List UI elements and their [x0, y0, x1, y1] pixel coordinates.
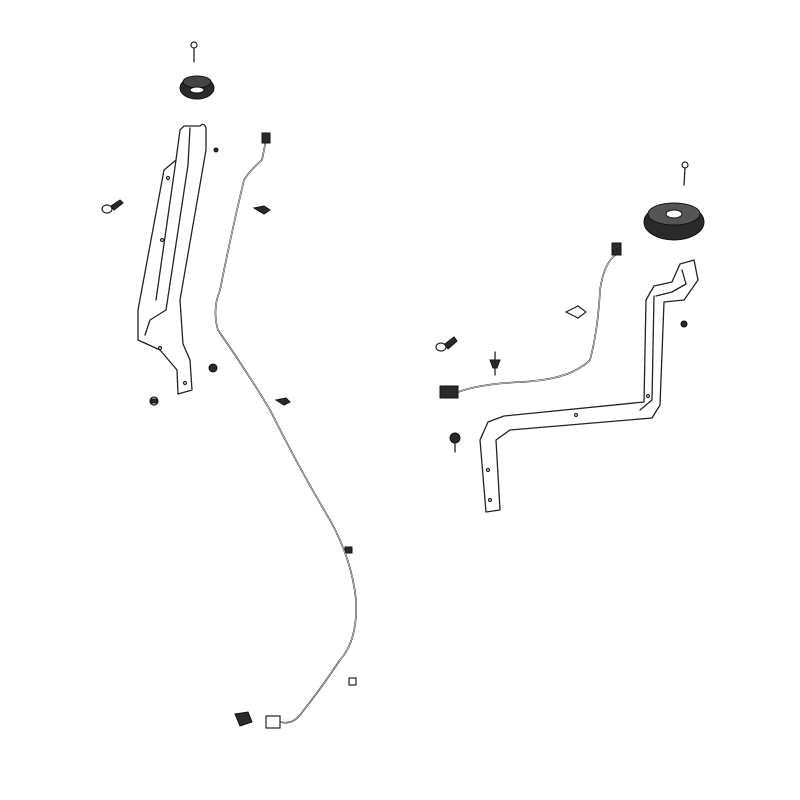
clip-right-2	[489, 351, 501, 376]
nut-right	[680, 320, 688, 328]
ring-terminal-left	[101, 199, 124, 214]
bracket-left	[137, 123, 207, 395]
right-assembly	[435, 161, 705, 513]
wire-harness-right	[439, 242, 622, 399]
clip-left-4	[344, 546, 353, 554]
clip-left-5	[348, 677, 357, 686]
speaker-top-left	[179, 75, 215, 100]
clip-left-3	[274, 397, 291, 406]
bolt-right	[449, 432, 461, 453]
clip-right-1	[564, 305, 587, 319]
screw-top-left	[190, 41, 198, 63]
speaker-top-right	[643, 202, 705, 241]
bolt-left	[149, 396, 159, 406]
ring-terminal-right	[435, 336, 458, 352]
wire-harness-left	[214, 132, 357, 729]
clip-left-1	[252, 205, 271, 215]
screw-top-right	[681, 161, 689, 186]
clip-left-2	[208, 363, 218, 373]
left-assembly	[101, 41, 357, 729]
nut-left	[213, 147, 219, 153]
bracket-right	[479, 259, 699, 513]
